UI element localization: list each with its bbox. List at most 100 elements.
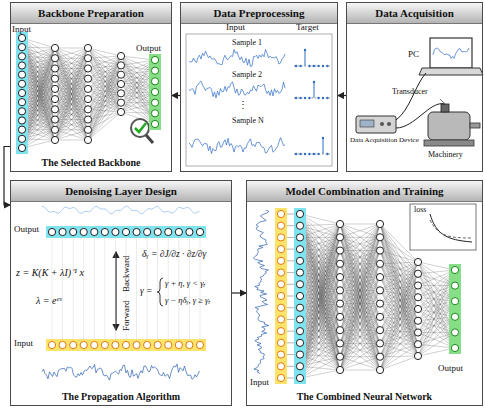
synapse	[55, 48, 88, 99]
neuron	[296, 257, 303, 264]
layer-highlight	[149, 54, 161, 130]
neuron	[376, 260, 383, 267]
neuron	[376, 287, 383, 294]
target-dot	[317, 65, 319, 67]
neuron	[414, 258, 421, 265]
synapse	[88, 56, 121, 140]
synapse	[55, 99, 88, 140]
neuron	[277, 339, 284, 346]
neuron	[51, 75, 58, 82]
synapse	[340, 224, 380, 225]
synapse	[55, 58, 88, 140]
neuron	[376, 273, 383, 280]
loss-curve	[430, 220, 472, 238]
signal-waveform	[42, 206, 200, 214]
synapse	[380, 317, 418, 333]
layer-label: Input	[12, 25, 31, 34]
laptop-base	[419, 68, 483, 75]
brace	[157, 278, 163, 306]
neuron	[70, 341, 77, 348]
neuron	[112, 228, 119, 235]
synapse	[55, 48, 88, 79]
sample-label: Sample N	[232, 117, 264, 125]
signal-waveform	[433, 48, 469, 59]
target-dot	[326, 153, 328, 155]
synapse	[380, 286, 418, 357]
synapse	[88, 84, 121, 120]
synapse	[88, 56, 121, 109]
neuron	[51, 96, 58, 103]
synapse	[340, 224, 380, 237]
synapse	[340, 264, 380, 370]
neuron	[376, 220, 383, 227]
synapse	[88, 75, 121, 110]
synapse	[340, 317, 380, 370]
neuron	[117, 108, 124, 115]
synapse	[380, 262, 418, 264]
synapse	[55, 68, 88, 140]
panel-title: Data Preprocessing	[181, 3, 337, 24]
synapse	[340, 224, 380, 237]
neuron	[336, 313, 343, 320]
neuron	[296, 281, 303, 288]
forward-backward-arrow	[115, 252, 116, 330]
synapse	[380, 321, 418, 344]
device-label: Data Acquisition Device	[350, 137, 419, 144]
neuron	[84, 116, 91, 123]
layer-highlight	[46, 226, 206, 238]
synapse	[380, 321, 418, 370]
synapse	[380, 297, 418, 330]
synapse	[55, 120, 88, 140]
neuron	[154, 341, 161, 348]
equation: δᵧ = ∂J/∂z · ∂z/∂γ	[142, 250, 206, 260]
synapse	[340, 290, 380, 370]
panel-box: Data Acquisition	[346, 2, 483, 172]
neuron	[84, 85, 91, 92]
neuron	[451, 282, 458, 289]
synapse	[340, 224, 380, 370]
synapse	[380, 344, 418, 356]
synapse	[380, 344, 418, 370]
synapse	[380, 356, 418, 370]
neuron	[51, 55, 58, 62]
synapse	[88, 93, 121, 119]
neuron	[277, 222, 284, 229]
neuron	[277, 234, 284, 241]
neuron	[151, 110, 158, 117]
synapse	[88, 112, 121, 140]
synapse	[340, 304, 380, 370]
neuron	[122, 341, 129, 348]
synapse	[55, 120, 88, 140]
synapse	[88, 56, 121, 68]
target-dot	[313, 153, 315, 155]
neuron	[84, 96, 91, 103]
target-dot	[295, 65, 297, 67]
neuron	[196, 228, 203, 235]
neuron	[18, 62, 25, 69]
pass-line	[62, 237, 63, 340]
synapse	[88, 56, 121, 120]
equation: γ + η, γ < γₜ	[165, 279, 206, 288]
neuron	[151, 120, 158, 127]
neuron	[59, 341, 66, 348]
connector-arrow	[172, 95, 180, 96]
neuron	[101, 228, 108, 235]
synapse	[380, 286, 418, 331]
neuron	[154, 228, 161, 235]
target-dot	[317, 153, 319, 155]
synapse	[88, 75, 121, 120]
synapse	[380, 309, 418, 370]
synapse	[88, 48, 121, 65]
neuron	[336, 260, 343, 267]
neuron	[336, 340, 343, 347]
neuron	[376, 313, 383, 320]
neuron	[101, 341, 108, 348]
neuron	[51, 65, 58, 72]
neuron	[117, 62, 124, 69]
panel-caption: The Combined Neural Network	[247, 391, 482, 405]
target-dot	[317, 97, 319, 99]
panel-title: Model Combination and Training	[247, 181, 482, 202]
neuron	[18, 89, 25, 96]
